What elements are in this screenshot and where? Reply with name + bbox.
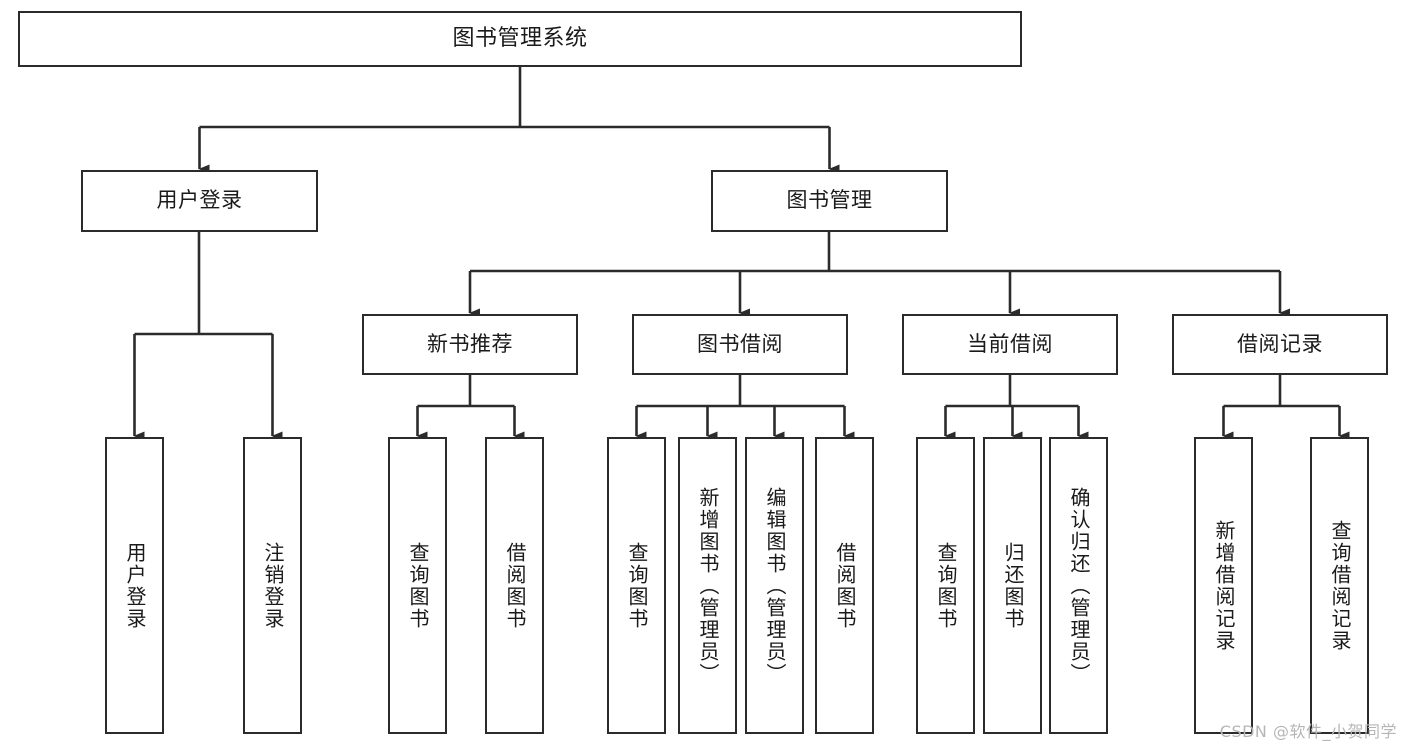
node-leaf-logout[interactable]: 注销登录: [243, 437, 302, 734]
node-root-title[interactable]: 图书管理系统: [18, 11, 1022, 67]
node-leaf-borrow-book[interactable]: 借阅图书: [815, 437, 874, 734]
node-book-borrow[interactable]: 图书借阅: [632, 314, 848, 375]
node-label: 注销登录: [261, 541, 285, 630]
node-label: 图书借阅: [697, 331, 783, 356]
node-label: 用户登录: [123, 541, 147, 630]
node-leaf-user-login[interactable]: 用户登录: [105, 437, 164, 734]
node-new-book-recommend[interactable]: 新书推荐: [362, 314, 578, 375]
node-book-manage[interactable]: 图书管理: [711, 170, 948, 232]
edges-group: [133, 67, 1350, 441]
node-label: 新书推荐: [427, 331, 513, 356]
node-leaf-borrow-book-rec[interactable]: 借阅图书: [485, 437, 544, 734]
node-current-borrow[interactable]: 当前借阅: [902, 314, 1118, 375]
node-label: 新增借阅记录: [1212, 519, 1236, 652]
node-leaf-query-book-rec[interactable]: 查询图书: [388, 437, 447, 734]
node-user-login[interactable]: 用户登录: [81, 170, 318, 232]
node-label: 查询图书: [934, 541, 958, 630]
node-label: 借阅记录: [1237, 331, 1323, 356]
node-leaf-query-book-borrow[interactable]: 查询图书: [607, 437, 666, 734]
node-label: 查询图书: [406, 541, 430, 630]
node-label: 编辑图书（管理员）: [763, 486, 787, 685]
node-label: 图书管理系统: [452, 25, 588, 51]
node-label: 归还图书: [1001, 541, 1025, 630]
node-leaf-edit-book[interactable]: 编辑图书（管理员）: [745, 437, 804, 734]
node-leaf-add-book[interactable]: 新增图书（管理员）: [678, 437, 737, 734]
node-label: 借阅图书: [503, 541, 527, 630]
node-label: 查询借阅记录: [1328, 519, 1352, 652]
node-leaf-return-book[interactable]: 归还图书: [983, 437, 1042, 734]
node-label: 当前借阅: [967, 331, 1053, 356]
node-leaf-confirm-return[interactable]: 确认归还（管理员）: [1049, 437, 1108, 734]
node-label: 查询图书: [625, 541, 649, 630]
node-label: 借阅图书: [833, 541, 857, 630]
node-borrow-record[interactable]: 借阅记录: [1172, 314, 1388, 375]
node-label: 新增图书（管理员）: [696, 486, 720, 685]
node-leaf-query-record[interactable]: 查询借阅记录: [1310, 437, 1369, 734]
node-label: 用户登录: [156, 188, 243, 213]
node-leaf-query-book-current[interactable]: 查询图书: [916, 437, 975, 734]
node-leaf-add-record[interactable]: 新增借阅记录: [1194, 437, 1253, 734]
node-label: 确认归还（管理员）: [1067, 486, 1091, 685]
node-label: 图书管理: [786, 188, 873, 213]
